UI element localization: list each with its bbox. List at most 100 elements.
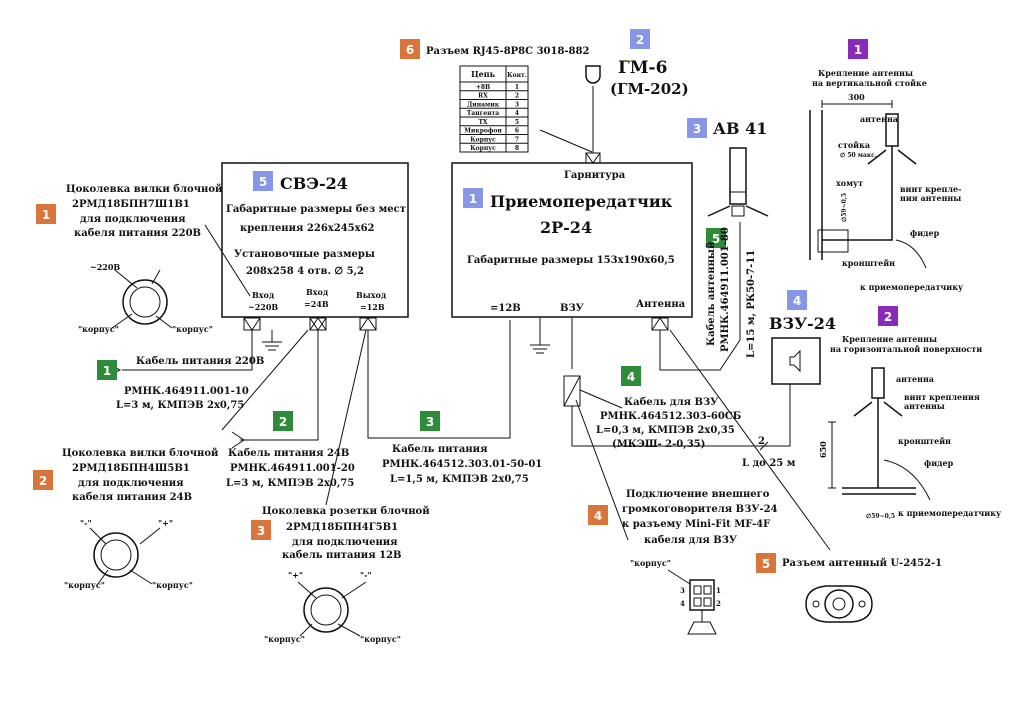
sock12-p: "+"	[288, 570, 303, 580]
mount1-title: Крепление антенны	[818, 68, 913, 78]
badge-cab24	[273, 411, 293, 431]
mount2-dim: 650	[818, 441, 828, 458]
vzucab-n: 2	[758, 436, 765, 447]
port-220-icon	[243, 317, 261, 331]
badge-cab220	[97, 360, 117, 380]
transceiver-port-12v: =12В	[490, 303, 521, 314]
vzucab-l2: РМНК.464512.303-60СБ	[600, 411, 741, 422]
antcab-l2: РМНК.464911.001-80	[720, 227, 731, 352]
plug24-l1: Цоколевка вилки блочной	[62, 448, 219, 459]
rj45-cell-contact: 5	[515, 119, 519, 126]
badge-plug220	[36, 204, 56, 224]
badge-vzucable	[621, 366, 641, 386]
mount2-title: Крепление антенны	[842, 334, 937, 344]
cable-vzu-line	[571, 384, 791, 447]
antconn-block: 5 Разъем антенный U-2452-1	[756, 553, 942, 623]
rj45-head-circuit: Цепь	[471, 69, 496, 79]
mount2-l6: к приемопередатчику	[898, 508, 1002, 518]
sock12-l2: 2РМД18БПН4Г5В1	[286, 522, 398, 533]
vzucab-len: L до 25 м	[742, 458, 796, 469]
badge-gm6-num: 2	[636, 33, 644, 47]
sock12-l1: Цоколевка розетки блочной	[262, 506, 430, 517]
badge-gm6	[630, 29, 650, 49]
rj45-cell-contact: 6	[515, 128, 519, 135]
rj45-cell-contact: 4	[515, 110, 519, 117]
antconn-icon	[805, 585, 873, 623]
mount1-l6: ния антенны	[900, 193, 961, 203]
antenna-icon	[729, 147, 747, 205]
power-supply-dims2: крепления 226x245x62	[240, 223, 375, 234]
rj45-block: 6 Разъем RJ45-8P8C 3018-882 Цепь Конт. +…	[400, 39, 589, 153]
power-supply-mount2: 208x258 4 отв. ∅ 5,2	[246, 266, 364, 277]
badge-vzu	[787, 290, 807, 310]
vzucab-l3: L=0,3 м, КМПЭВ 2x0,35	[596, 425, 735, 436]
antcab-l3: L=15 м, РК50-7-11	[746, 250, 757, 358]
rj45-cell-contact: 1	[515, 84, 519, 91]
minifit-c: "корпус"	[630, 558, 671, 568]
plug24-icon	[93, 532, 139, 578]
badge-plug24-num: 2	[39, 474, 47, 488]
power-supply-dims: Габаритные размеры без мест	[226, 204, 406, 215]
antenna-block: 3 АВ 41 5 Кабель антенный РМНК.464911.00…	[687, 118, 769, 358]
plug24-l2: 2РМД18БПН4Ш5В1	[72, 463, 190, 474]
rj45-title: Разъем RJ45-8P8C 3018-882	[426, 46, 589, 57]
plug220-l2: 2РМД18БПН7Ш1В1	[72, 199, 190, 210]
badge-minifit-num: 4	[594, 509, 602, 523]
plug24-c1: "корпус"	[64, 580, 105, 590]
cab220-block: 1 Кабель питания 220В РМНК.464911.001-10…	[97, 356, 264, 411]
sock12-c2: "корпус"	[360, 634, 401, 644]
plug220-v: ~220В	[90, 262, 120, 272]
badge-mount1-num: 1	[854, 43, 862, 57]
sock12-block: 3 Цоколевка розетки блочной 2РМД18БПН4Г5…	[251, 506, 430, 644]
mount1-l5: винт крепле-	[900, 184, 961, 194]
mount1-l8: кронштейн	[842, 258, 895, 268]
rj45-cell-contact: 8	[515, 145, 519, 152]
transceiver-port-vzu: ВЗУ	[560, 303, 584, 314]
cab220-l3: L=3 м, КМПЭВ 2x0,75	[116, 400, 244, 411]
badge-rj45-num: 6	[406, 43, 414, 57]
mount1-l2: стойка	[838, 140, 870, 150]
transceiver-dims: Габаритные размеры 153x190x60,5	[467, 255, 675, 266]
antenna-connector-leader	[669, 329, 831, 551]
vzucab-block: 4 Кабель для ВЗУ РМНК.464512.303-60СБ L=…	[596, 366, 796, 469]
headset-name: ГМ-6	[618, 58, 667, 78]
mount1-block: 1 Крепление антенны на вертикальной стой…	[809, 39, 964, 292]
minifit-p2: 2	[716, 599, 721, 608]
mount1-l9: к приемопередатчику	[860, 282, 964, 292]
badge-sve-num: 5	[259, 175, 267, 189]
cab24-l1: Кабель питания 24В	[228, 448, 349, 459]
mount1-l1: антенна	[860, 114, 898, 124]
minifit-l3: к разъему Mini-Fit MF-4F	[622, 519, 770, 530]
headset-block: 2 ГМ-6 (ГМ-202)	[585, 29, 689, 153]
headset-icon	[585, 65, 601, 84]
power-supply-in24b: =24В	[304, 299, 329, 309]
speaker-icon	[789, 349, 801, 373]
rj45-leader	[539, 129, 593, 153]
speaker-block: 4 ВЗУ-24	[769, 290, 836, 385]
rj45-head-contact: Конт.	[507, 72, 527, 79]
mount2-l1: антенна	[896, 374, 934, 384]
mount2-title2: на горизонтальной поверхности	[830, 344, 982, 354]
transceiver-name: Приемопередатчик	[490, 192, 673, 211]
cab12-l1: Кабель питания	[392, 444, 488, 455]
rj45-cell-circuit: RX	[478, 93, 488, 100]
cab220-l1: Кабель питания 220В	[136, 356, 264, 367]
mount1-l3: ∅ 50 макс.	[840, 152, 877, 159]
power-supply-in220b: ~220В	[248, 302, 278, 312]
plug24-m: "-"	[80, 518, 92, 528]
mount2-l5: фидер	[924, 458, 954, 468]
plug220-l4: кабеля питания 220В	[74, 228, 201, 239]
vzucab-l1: Кабель для ВЗУ	[624, 397, 718, 408]
power-supply-in24: Вход	[306, 287, 329, 297]
sock12-l3: для подключения	[292, 537, 398, 548]
badge-sock12-num: 3	[257, 524, 265, 538]
badge-av41-num: 3	[693, 122, 701, 136]
plug220-block: 1 Цоколевка вилки блочной 2РМД18БПН7Ш1В1…	[36, 184, 223, 334]
cable-24-plug-icon	[231, 431, 245, 449]
cab12-block: 3 Кабель питания РМНК.464512.303.01-50-0…	[382, 411, 542, 485]
mount2-antenna-icon	[871, 367, 885, 399]
cab12-l2: РМНК.464512.303.01-50-01	[382, 459, 542, 470]
port-12-icon	[359, 317, 377, 331]
cable-24-line	[240, 330, 319, 441]
